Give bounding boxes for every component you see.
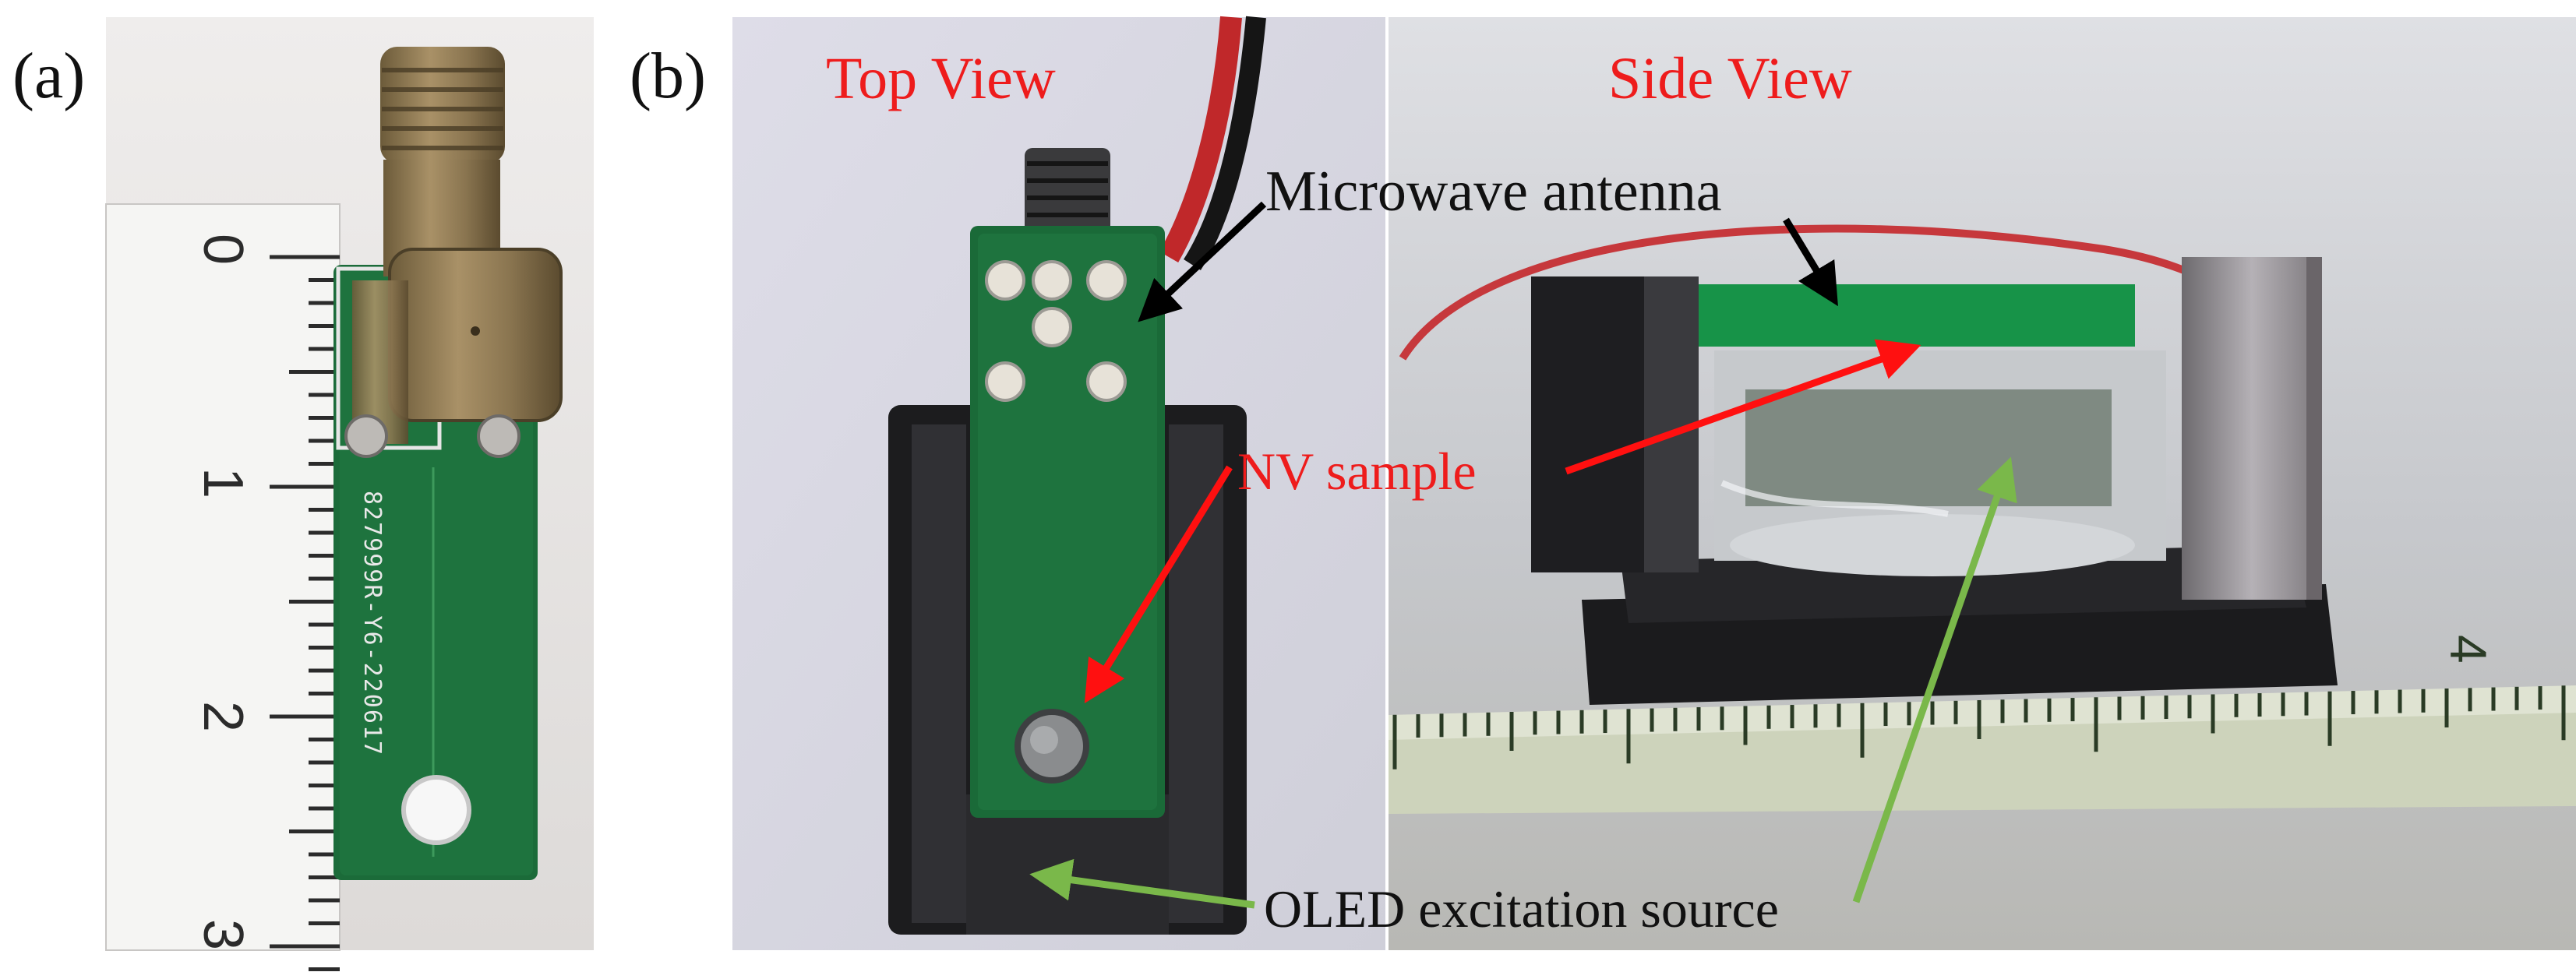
ruler-label-1: 1 <box>192 467 254 498</box>
oled-source-label: OLED excitation source <box>1264 879 1779 939</box>
antenna-pcb <box>1699 284 2135 347</box>
panel-b-top-photo <box>732 16 1385 950</box>
ruler-label-0: 0 <box>192 234 254 265</box>
led-array <box>985 260 1127 402</box>
side-view-title: Side View <box>1608 46 1852 111</box>
nv-sample-block <box>1745 389 2112 506</box>
pcb-marking: 827999R-Y6-220617 <box>358 491 386 756</box>
ruler-side: 4 <box>1389 635 2576 814</box>
sma-connector-top <box>1025 148 1110 234</box>
ruler-label-4: 4 <box>2440 635 2497 664</box>
arrow-oled-side <box>1852 456 2017 903</box>
arrow-nv-top <box>1084 465 1233 704</box>
arrow-antenna-side <box>1783 217 1838 307</box>
ruler-label-3: 3 <box>192 919 254 950</box>
arrow-oled-top <box>1029 858 1255 909</box>
panel-b-side-photo: 4 <box>1389 17 2576 950</box>
panel-a-photo: 827999R-Y6-220617 0 1 2 3 <box>105 17 594 971</box>
ruler-label-2: 2 <box>192 701 254 732</box>
mounting-hole <box>401 775 471 845</box>
microwave-antenna-label: Microwave antenna <box>1265 160 1722 224</box>
ruler <box>105 203 341 971</box>
panel-label-b: (b) <box>630 40 706 112</box>
nv-sample-label: NV sample <box>1237 442 1477 501</box>
sma-connector <box>344 47 563 458</box>
panel-label-a: (a) <box>12 40 85 112</box>
arrow-antenna-top <box>1138 201 1267 322</box>
pcb-top <box>970 226 1165 818</box>
top-view-title: Top View <box>826 46 1056 111</box>
arrow-nv-side <box>1565 339 1921 475</box>
